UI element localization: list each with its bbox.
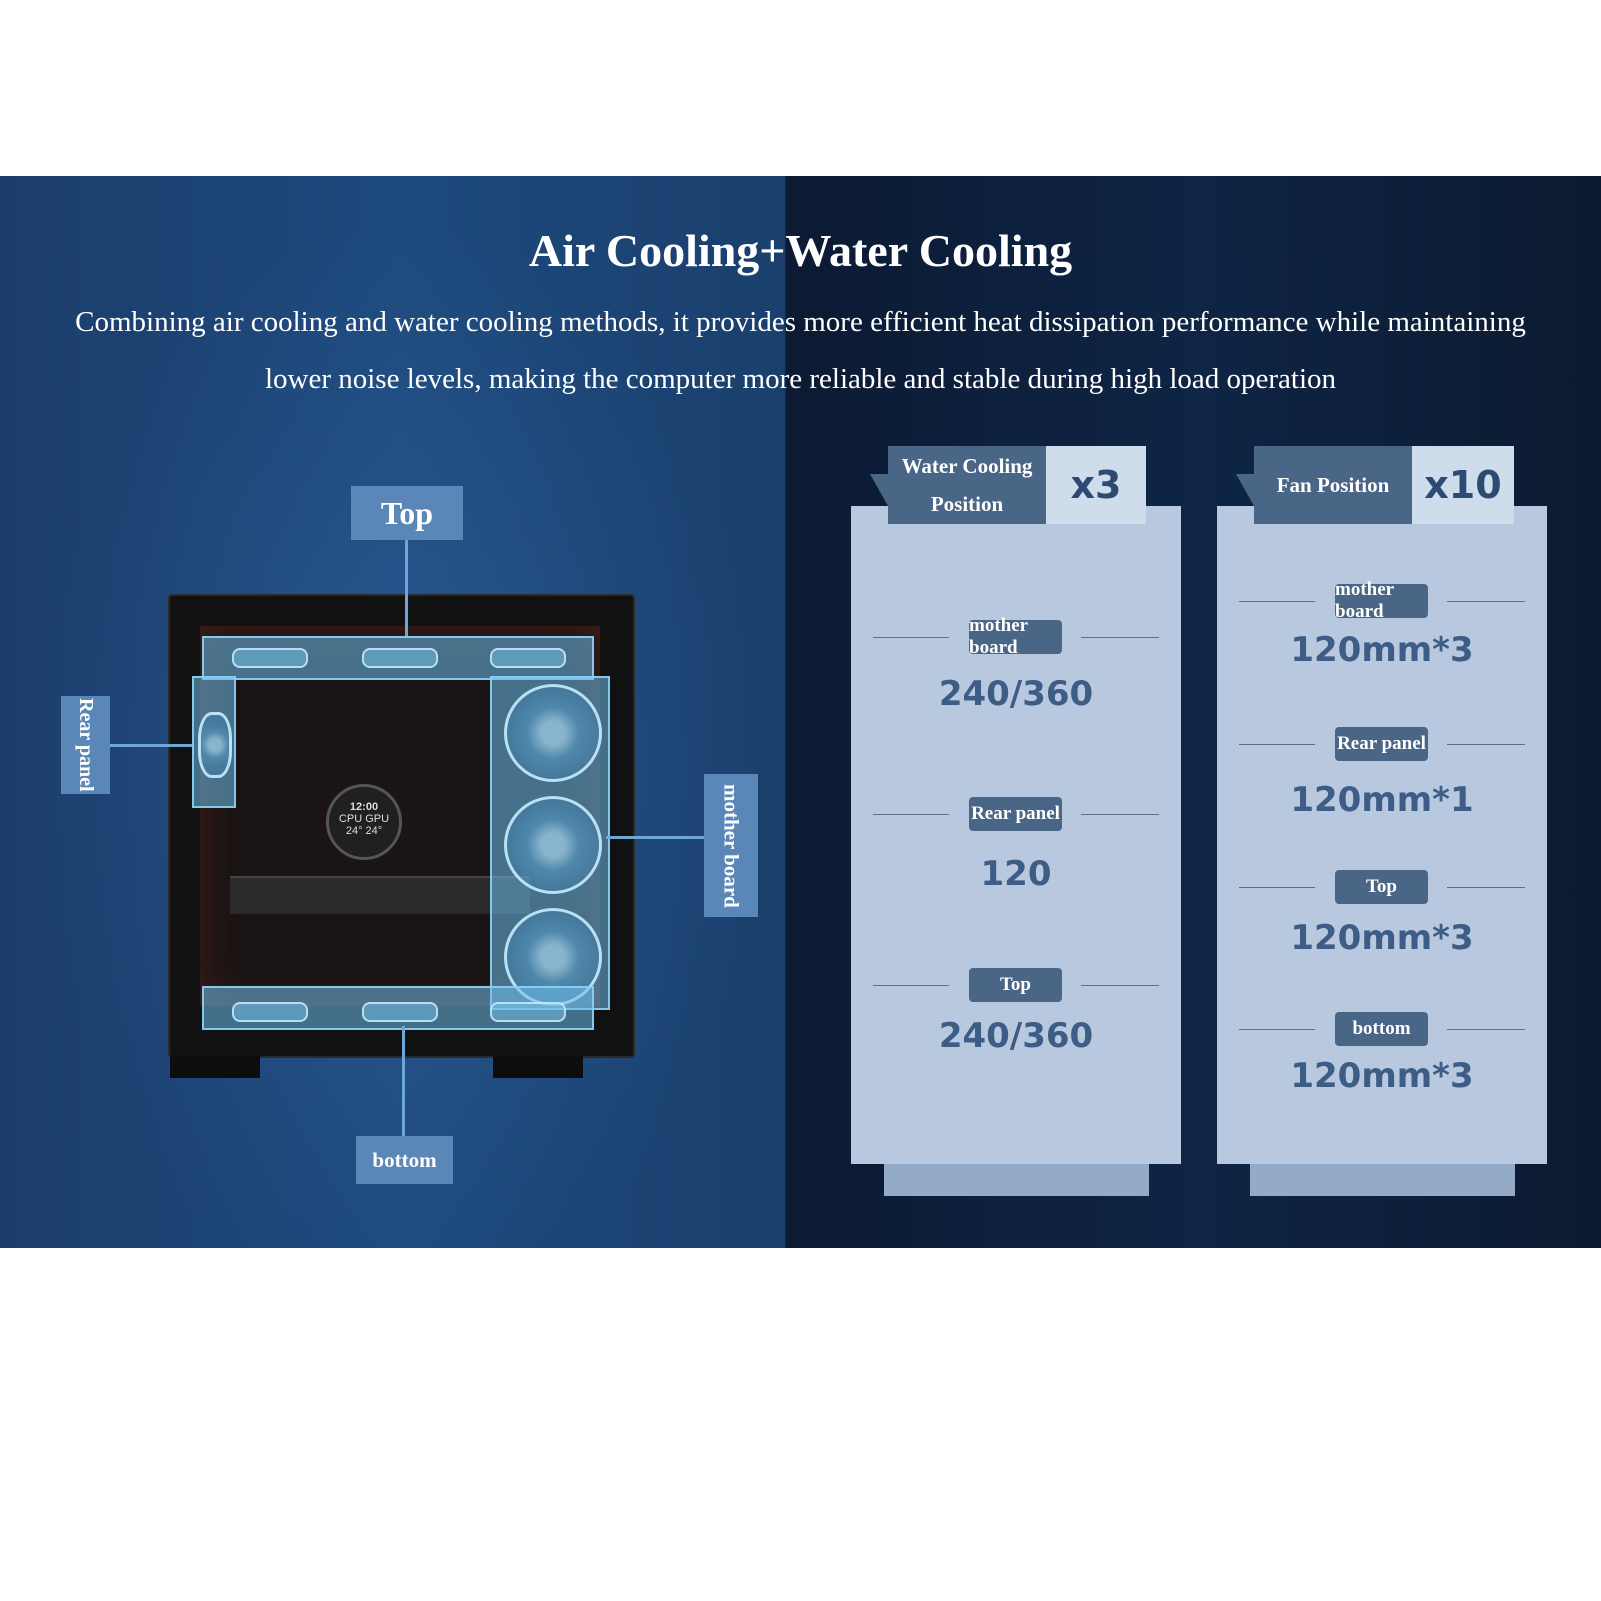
- top-fan-zone: [202, 636, 594, 680]
- row-divider: [1447, 744, 1525, 745]
- bottom-connector: [402, 1026, 405, 1136]
- front-fan: [504, 684, 602, 782]
- row-divider: [1081, 985, 1159, 986]
- row-divider: [1081, 637, 1159, 638]
- pump-temps: CPU GPU: [329, 813, 399, 825]
- page-description: Combining air cooling and water cooling …: [75, 306, 1526, 395]
- fan-row-value: 120mm*3: [1290, 1056, 1474, 1096]
- motherboard-connector: [606, 836, 704, 839]
- aio-pump-display: 12:00 CPU GPU 24° 24°: [326, 784, 402, 860]
- water-row-position: mother board: [969, 615, 1062, 658]
- fan-slot: [232, 1002, 308, 1022]
- pump-gpu-label: GPU: [365, 813, 390, 825]
- water-row-value: 240/360: [938, 1016, 1094, 1056]
- row-divider: [1447, 887, 1525, 888]
- pump-temp-values: 24° 24°: [329, 825, 399, 837]
- water-row-position: Top: [969, 968, 1062, 1002]
- water-row-top: Top: [873, 968, 1159, 1002]
- fan-card-title: Fan Position: [1254, 446, 1412, 524]
- fan-row-value: 120mm*1: [1290, 780, 1474, 820]
- feature-banner: Air Cooling+Water Cooling Combining air …: [0, 176, 1601, 1248]
- row-divider: [873, 814, 949, 815]
- bottom-label: bottom: [356, 1136, 453, 1184]
- water-cooling-card: [851, 506, 1181, 1164]
- motherboard-label: mother board: [704, 774, 758, 917]
- fan-slot: [362, 1002, 438, 1022]
- pump-cpu-label: CPU: [338, 813, 363, 825]
- top-label: Top: [351, 486, 463, 540]
- fan-row-value: 120mm*3: [1290, 918, 1474, 958]
- graphics-card: [230, 876, 530, 914]
- water-card-fold: [870, 474, 888, 506]
- top-connector: [405, 540, 408, 636]
- front-fan: [504, 796, 602, 894]
- fan-row-position: mother board: [1335, 579, 1428, 622]
- rear-fan: [198, 712, 232, 778]
- pump-time: 12:00: [349, 801, 379, 813]
- fan-slot: [362, 648, 438, 668]
- fan-row-value: 120mm*3: [1290, 630, 1474, 670]
- fan-slot: [232, 648, 308, 668]
- row-divider: [1239, 1029, 1315, 1030]
- row-divider: [1081, 814, 1159, 815]
- fan-row-position: bottom: [1335, 1012, 1428, 1046]
- fan-row-top: Top: [1239, 870, 1525, 904]
- fan-row-rear-panel: Rear panel: [1239, 727, 1525, 761]
- case-foot-right: [493, 1056, 583, 1078]
- row-divider: [1447, 601, 1525, 602]
- water-row-value: 240/360: [938, 674, 1094, 714]
- fan-card-count: x10: [1412, 446, 1514, 524]
- pump-cpu-temp: 24°: [345, 825, 363, 837]
- row-divider: [1239, 887, 1315, 888]
- fan-card-fold: [1236, 474, 1254, 506]
- row-divider: [1447, 1029, 1525, 1030]
- water-card-title: Water Cooling Position: [888, 446, 1046, 524]
- water-row-position: Rear panel: [969, 797, 1062, 831]
- water-row-rear-panel: Rear panel: [873, 797, 1159, 831]
- page-title: Air Cooling+Water Cooling: [528, 225, 1073, 276]
- case-foot-left: [170, 1056, 260, 1078]
- rear-connector: [110, 744, 192, 747]
- row-divider: [873, 637, 949, 638]
- water-row-motherboard: mother board: [873, 615, 1159, 658]
- rear-panel-label: Rear panel: [61, 696, 110, 794]
- bottom-fan-zone: [202, 986, 594, 1030]
- fan-slot: [490, 1002, 566, 1022]
- fan-row-motherboard: mother board: [1239, 579, 1525, 622]
- water-card-header: Water Cooling Position x3: [888, 446, 1146, 524]
- fan-row-position: Rear panel: [1335, 727, 1428, 761]
- rear-fan-zone: [192, 676, 236, 808]
- motherboard-fan-zone: [490, 676, 610, 1010]
- row-divider: [1239, 601, 1315, 602]
- water-card-count: x3: [1046, 446, 1146, 524]
- fan-card-header: Fan Position x10: [1254, 446, 1514, 524]
- row-divider: [1239, 744, 1315, 745]
- water-row-value: 120: [980, 854, 1052, 894]
- pump-gpu-temp: 24°: [365, 825, 383, 837]
- fan-row-bottom: bottom: [1239, 1012, 1525, 1046]
- fan-slot: [490, 648, 566, 668]
- row-divider: [873, 985, 949, 986]
- fan-row-position: Top: [1335, 870, 1428, 904]
